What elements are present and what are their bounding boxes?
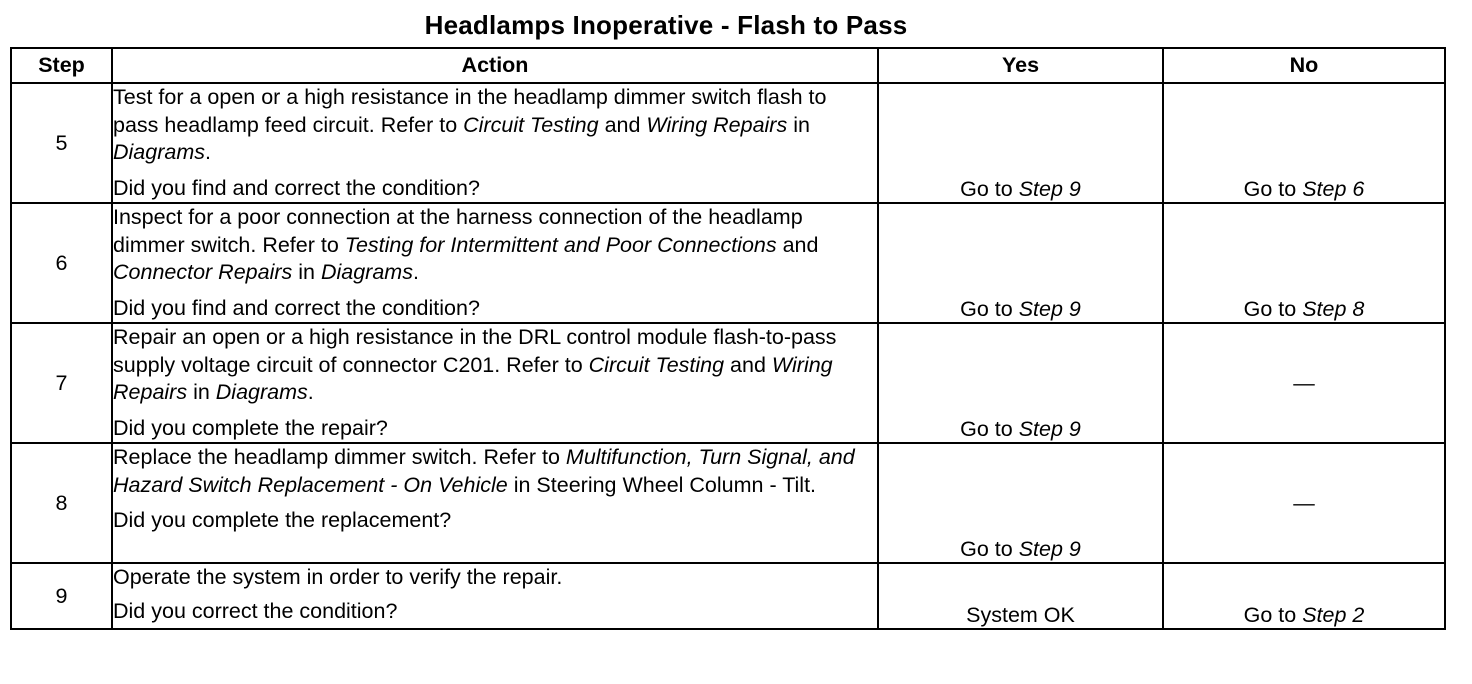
reference-text: Diagrams bbox=[113, 140, 205, 164]
no-prefix: Go to bbox=[1243, 297, 1303, 321]
action-text: Replace the headlamp dimmer switch. Refe… bbox=[113, 444, 877, 499]
no-step-reference: Step 2 bbox=[1302, 603, 1365, 627]
action-text: Inspect for a poor connection at the har… bbox=[113, 204, 877, 287]
header-no: No bbox=[1162, 47, 1446, 84]
action-cell: Repair an open or a high resistance in t… bbox=[111, 322, 879, 444]
reference-text: Diagrams bbox=[215, 380, 308, 404]
action-question: Did you find and correct the condition? bbox=[113, 175, 480, 200]
step-number: 6 bbox=[10, 202, 113, 324]
reference-text: Wiring Repairs bbox=[113, 352, 833, 405]
yes-prefix: Go to bbox=[960, 537, 1019, 561]
action-question: Did you complete the repair? bbox=[113, 415, 388, 440]
action-cell: Test for a open or a high resistance in … bbox=[111, 82, 879, 204]
table-body: 5 Test for a open or a high resistance i… bbox=[10, 82, 1446, 630]
action-segment: and bbox=[598, 112, 647, 137]
header-action: Action bbox=[111, 47, 879, 84]
diagnostic-table: Step Action Yes No 5 Test for a open or … bbox=[10, 47, 1446, 630]
table-row: 7 Repair an open or a high resistance in… bbox=[10, 322, 1446, 444]
action-cell: Inspect for a poor connection at the har… bbox=[111, 202, 879, 324]
action-segment: and bbox=[724, 352, 772, 377]
action-question: Did you find and correct the condition? bbox=[113, 295, 480, 320]
action-segment: Inspect for a poor connection at the har… bbox=[113, 205, 803, 257]
no-step-reference: Step 6 bbox=[1302, 177, 1365, 201]
reference-text: Diagrams bbox=[320, 260, 413, 284]
reference-text: Circuit Testing bbox=[588, 352, 725, 377]
action-text: Repair an open or a high resistance in t… bbox=[113, 324, 877, 407]
header-yes: Yes bbox=[877, 47, 1164, 84]
yes-prefix: Go to bbox=[960, 177, 1019, 201]
action-segment: and bbox=[776, 232, 819, 257]
table-row: 8 Replace the headlamp dimmer switch. Re… bbox=[10, 442, 1446, 564]
reference-text: Multifunction, Turn Signal, and Hazard S… bbox=[113, 445, 855, 497]
no-cell: — bbox=[1162, 442, 1446, 564]
yes-step-reference: Step 9 bbox=[1018, 417, 1081, 441]
action-segment: . bbox=[412, 260, 419, 284]
action-segment: Test for a open or a high resistance in … bbox=[113, 85, 827, 137]
no-step-reference: Step 8 bbox=[1302, 297, 1365, 321]
action-segment: in Steering Wheel Column - Tilt. bbox=[507, 472, 817, 497]
yes-prefix: Go to bbox=[960, 297, 1019, 321]
no-prefix: Go to bbox=[1243, 177, 1303, 201]
header-step: Step bbox=[10, 47, 113, 84]
action-text: Operate the system in order to verify th… bbox=[113, 564, 877, 592]
table-row: 6 Inspect for a poor connection at the h… bbox=[10, 202, 1446, 324]
yes-cell: Go to Step 9 bbox=[877, 82, 1164, 204]
table-row: 5 Test for a open or a high resistance i… bbox=[10, 82, 1446, 204]
action-segment: in bbox=[787, 112, 810, 137]
action-cell: Operate the system in order to verify th… bbox=[111, 562, 879, 630]
table-row: 9 Operate the system in order to verify … bbox=[10, 562, 1446, 630]
yes-prefix: Go to bbox=[960, 417, 1019, 441]
yes-cell: System OK bbox=[877, 562, 1164, 630]
no-cell: — bbox=[1162, 322, 1446, 444]
yes-step-reference: Step 9 bbox=[1018, 537, 1081, 561]
reference-text: Wiring Repairs bbox=[646, 112, 788, 137]
step-number: 5 bbox=[10, 82, 113, 204]
action-segment: . bbox=[307, 380, 314, 404]
yes-cell: Go to Step 9 bbox=[877, 202, 1164, 324]
action-segment: . bbox=[205, 140, 211, 164]
reference-text: Connector Repairs bbox=[113, 260, 293, 284]
step-number: 7 bbox=[10, 322, 113, 444]
yes-step-reference: Step 9 bbox=[1018, 297, 1081, 321]
action-segment: Replace the headlamp dimmer switch. Refe… bbox=[113, 445, 566, 469]
yes-result: System OK bbox=[966, 603, 1075, 627]
yes-cell: Go to Step 9 bbox=[877, 442, 1164, 564]
no-not-applicable: — bbox=[1293, 370, 1315, 395]
yes-cell: Go to Step 9 bbox=[877, 322, 1164, 444]
action-text: Test for a open or a high resistance in … bbox=[113, 84, 877, 167]
action-segment: in bbox=[187, 380, 216, 404]
action-question: Did you correct the condition? bbox=[113, 598, 398, 623]
step-number: 9 bbox=[10, 562, 113, 630]
no-cell: Go to Step 2 bbox=[1162, 562, 1446, 630]
action-cell: Replace the headlamp dimmer switch. Refe… bbox=[111, 442, 879, 564]
table-header-row: Step Action Yes No bbox=[10, 47, 1446, 84]
yes-step-reference: Step 9 bbox=[1018, 177, 1081, 201]
no-not-applicable: — bbox=[1293, 490, 1315, 515]
action-question: Did you complete the replacement? bbox=[113, 508, 452, 532]
reference-text: Testing for Intermittent and Poor Connec… bbox=[344, 232, 777, 257]
no-cell: Go to Step 8 bbox=[1162, 202, 1446, 324]
no-prefix: Go to bbox=[1243, 603, 1303, 627]
action-segment: Repair an open or a high resistance in t… bbox=[113, 325, 837, 377]
no-cell: Go to Step 6 bbox=[1162, 82, 1446, 204]
reference-text: Circuit Testing bbox=[463, 112, 599, 137]
step-number: 8 bbox=[10, 442, 113, 564]
action-segment: Operate the system in order to verify th… bbox=[113, 565, 563, 589]
action-segment: in bbox=[292, 260, 321, 284]
page-title: Headlamps Inoperative - Flash to Pass bbox=[424, 10, 908, 40]
